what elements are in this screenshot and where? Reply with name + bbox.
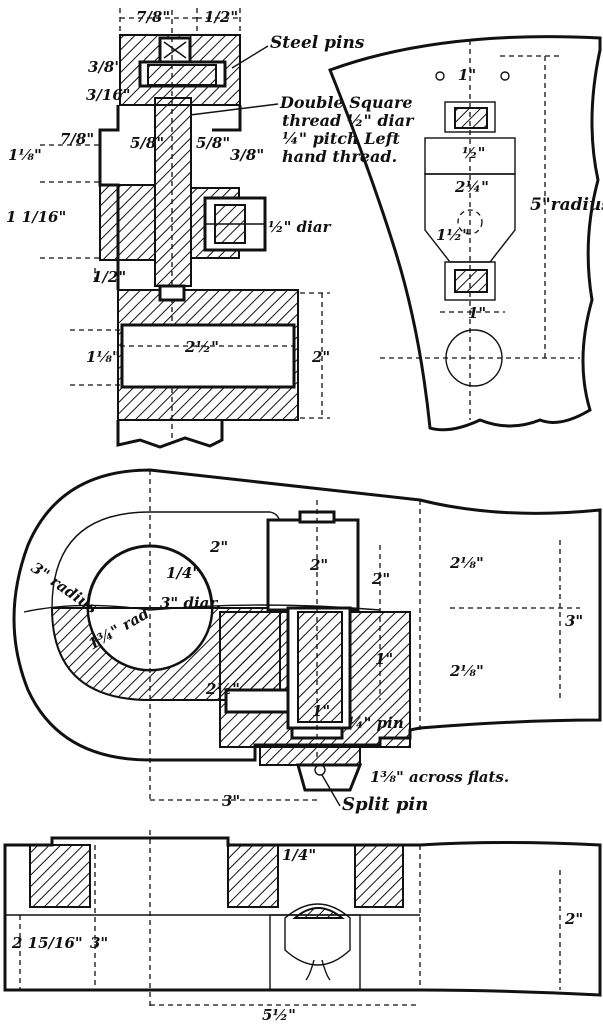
dim-2-15-16: 2 15/16" [11,934,83,952]
square-nut-top [147,64,217,86]
top-left-dimensions [40,8,330,419]
label-double-square-3: ¼" pitch Left [282,129,401,148]
dim-2-1-4: 2¼" [454,178,489,196]
body-left-hatch [99,184,156,261]
dim-2-1-2-top: 2½" [184,338,219,356]
label-three-dia: 3" diar. [160,594,221,612]
label-steel-pins: Steel pins [270,33,365,53]
dim-1-1-2: 1½" [436,226,470,244]
dim-2-mid-a: 2" [209,538,228,556]
dim-1-2-plate: ½" [462,144,485,162]
label-split-pin: Split pin [342,794,428,815]
dim-5-1-2: 5½" [262,1006,296,1024]
dim-1-plate-bottom: 1" [468,304,486,322]
dim-1-4-bot: 1/4" [282,846,316,864]
screw-shaft [154,97,192,287]
label-quarter-pin: ¼" pin [348,714,404,732]
label-across-flats: 1⅜" across flats. [370,768,509,786]
dim-1-pin: 1" [312,702,330,720]
dim-2-bot-right: 2" [564,910,583,928]
dim-2-mid-c: 2" [371,570,390,588]
dim-1-2-top: 1/2" [204,8,238,26]
dim-5-8-a: 5/8" [130,134,164,152]
dim-2-top-right: 2" [311,348,330,366]
dim-2-1-8-a: 2⅛" [449,554,484,572]
side-plate-labels: 1" ½" 2¼" 1½" 1" 5"radius [436,66,603,322]
dim-1-1-8: 1⅛" [8,146,42,164]
dim-2-mid-b: 2" [309,556,328,574]
label-half-dia: ½" diar [268,218,332,236]
dim-7-8-top: 7/8" [136,8,170,26]
dim-3-mid: 3" [565,612,583,630]
side-plate-view [328,35,602,432]
dim-1-2-small: 1/2" [92,268,126,286]
dim-7-8-mid: 7/8" [60,130,94,148]
dim-5-8-b: 5/8" [196,134,230,152]
callout-labels: Steel pins Double Square thread ½" diar … [189,33,415,166]
top-left-labels: 7/8" 1/2" 3/8" 3/16" 7/8" 1⅛" 5/8" 5/8" … [6,8,332,366]
bottom-labels: 1/4" 2 15/16" 3" 2" 5½" [11,846,583,1024]
strap-plan-view [12,468,602,801]
dim-1-top-plate: 1" [458,66,476,84]
dim-1-4-mid: 1/4" [166,564,200,582]
dim-3-bottom: 3" [222,792,240,810]
top-left-section-view [98,10,299,449]
dim-3-16: 3/16" [86,86,131,104]
dim-3-8-left: 3/8" [88,58,122,76]
dim-3-bot: 3" [90,934,108,952]
bottom-elevation-view [3,830,602,1010]
dim-3-8-right: 3/8" [230,146,264,164]
dim-2-1-2-mid: 2½" [205,680,240,698]
dim-2-1-8-b: 2⅛" [449,662,484,680]
dim-1-1-16: 1 1/16" [6,208,66,226]
dim-1-mid: 1" [375,650,393,668]
dim-1-1-8-b: 1⅛" [86,348,120,366]
label-five-radius: 5"radius [530,195,603,215]
label-double-square-4: hand thread. [282,147,397,166]
label-double-square-1: Double Square [279,93,413,112]
